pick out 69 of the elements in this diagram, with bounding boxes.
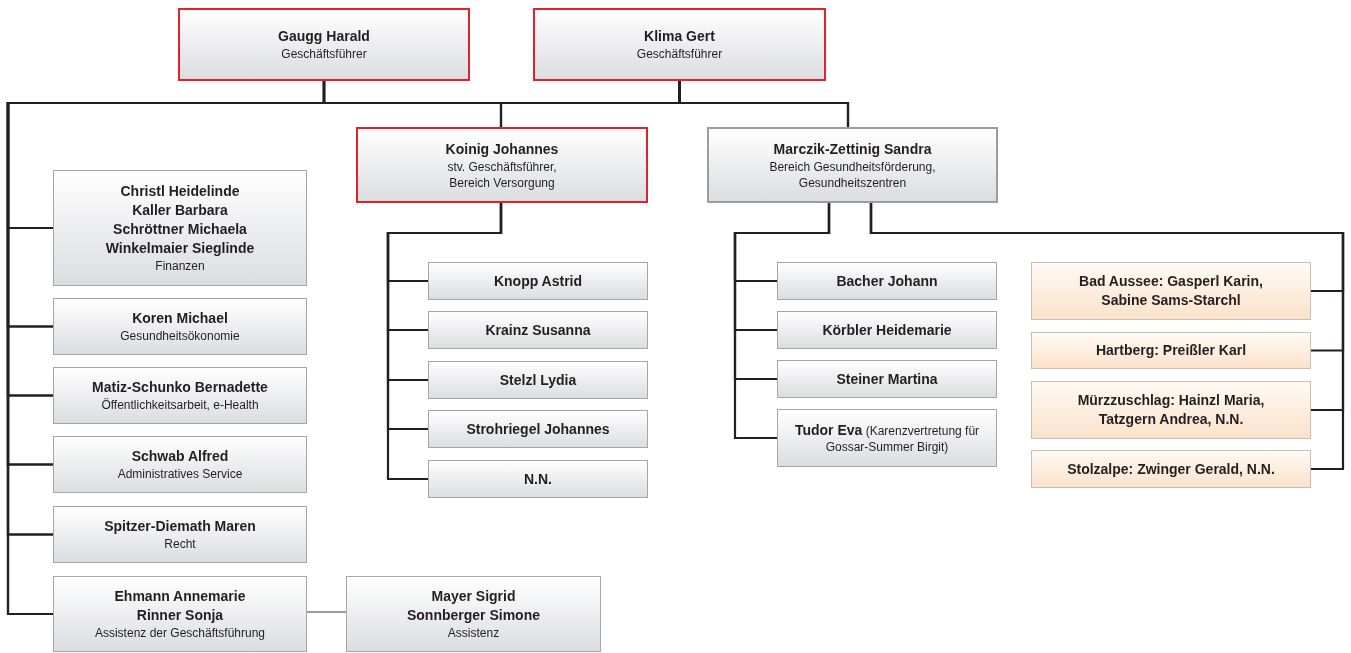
- location-box: [1031, 332, 1311, 369]
- role-text: Finanzen: [155, 258, 205, 274]
- person-name: Schwab Alfred: [131, 447, 229, 466]
- role-text: Gesundheitsökonomie: [120, 328, 240, 344]
- connector-line: [386, 203, 503, 481]
- person-name: Marczik-Zettinig Sandra: [773, 139, 932, 159]
- role-text: Öffentlichkeitsarbeit, e-Health: [101, 397, 259, 413]
- person-name: Stelzl Lydia: [499, 370, 577, 390]
- staff-box: [777, 360, 997, 398]
- staff-box: [428, 311, 648, 349]
- role-text: Recht: [164, 536, 196, 552]
- staff-box: [428, 262, 648, 300]
- manager-box: [533, 8, 826, 81]
- staff-box: [777, 311, 997, 349]
- connector-line: [306, 611, 347, 613]
- manager-box: [356, 127, 648, 203]
- role-text: Geschäftsführer: [281, 46, 367, 62]
- person-name: Körbler Heidemarie: [822, 320, 952, 340]
- person-name: Hartberg: Preißler Karl: [1094, 341, 1248, 360]
- location-box: [1031, 381, 1311, 439]
- person-name: Christl Heidelinde: [120, 182, 240, 201]
- role-text: Administratives Service: [117, 466, 243, 482]
- staff-box: [777, 262, 997, 300]
- person-name: Steiner Martina: [836, 369, 938, 389]
- staff-box: [428, 460, 648, 498]
- person-name: Ehmann Annemarie: [114, 587, 246, 606]
- connector-line: [733, 203, 831, 440]
- person-name: Rinner Sonja: [136, 606, 224, 625]
- staff-box: [428, 361, 648, 399]
- staff-box: [53, 576, 307, 652]
- staff-box: [777, 409, 997, 467]
- person-name: Bacher Johann: [836, 271, 938, 291]
- staff-box: [53, 436, 307, 493]
- person-name: Bad Aussee: Gasperl Karin, Sabine Sams-Starchl: [1078, 272, 1264, 310]
- person-name: Schröttner Michaela: [113, 220, 247, 239]
- person-name: Knopp Astrid: [493, 271, 583, 291]
- person-name: Kaller Barbara: [132, 201, 228, 220]
- person-name: Matiz-Schunko Bernadette: [92, 378, 268, 397]
- person-name: N.N.: [524, 469, 552, 489]
- staff-box: [53, 298, 307, 355]
- staff-box: [346, 576, 601, 652]
- person-name: Spitzer-Diemath Maren: [104, 517, 256, 536]
- role-text: Bereich Gesundheitsförderung, Gesundheitszentren: [768, 158, 937, 191]
- person-name: Koren Michael: [132, 309, 228, 328]
- role-text: Tudor Eva (Karenzvertretung für Gossar-Summer Birgit): [794, 421, 980, 455]
- person-name: Krainz Susanna: [485, 320, 591, 340]
- location-box: [1031, 450, 1311, 488]
- person-name: Mürzzuschlag: Hainzl Maria, Tatzgern Andrea, N.N.: [1076, 391, 1266, 429]
- staff-box: [53, 170, 307, 286]
- person-name: Sonnberger Simone: [407, 606, 540, 625]
- person-name: Gaugg Harald: [278, 27, 370, 46]
- person-name: Mayer Sigrid: [431, 587, 516, 606]
- person-name: Klima Gert: [644, 27, 715, 46]
- staff-box: [428, 410, 648, 448]
- department-box: [707, 127, 998, 203]
- person-name: Winkelmaier Sieglinde: [105, 239, 255, 258]
- role-text: stv. Geschäftsführer, Bereich Versorgung: [446, 158, 558, 191]
- role-text: Assistenz der Geschäftsführung: [94, 625, 266, 641]
- staff-box: [53, 367, 307, 424]
- role-text: Geschäftsführer: [636, 46, 723, 62]
- role-text: Assistenz: [447, 625, 500, 641]
- manager-box: [178, 8, 470, 81]
- connector-line: [869, 203, 1345, 471]
- person-name: Strohriegel Johannes: [466, 419, 610, 439]
- staff-box: [53, 506, 307, 563]
- connector-line: [678, 81, 850, 127]
- person-name: Koinig Johannes: [445, 139, 559, 159]
- person-name: Stolzalpe: Zwinger Gerald, N.N.: [1066, 459, 1276, 479]
- location-box: [1031, 262, 1311, 320]
